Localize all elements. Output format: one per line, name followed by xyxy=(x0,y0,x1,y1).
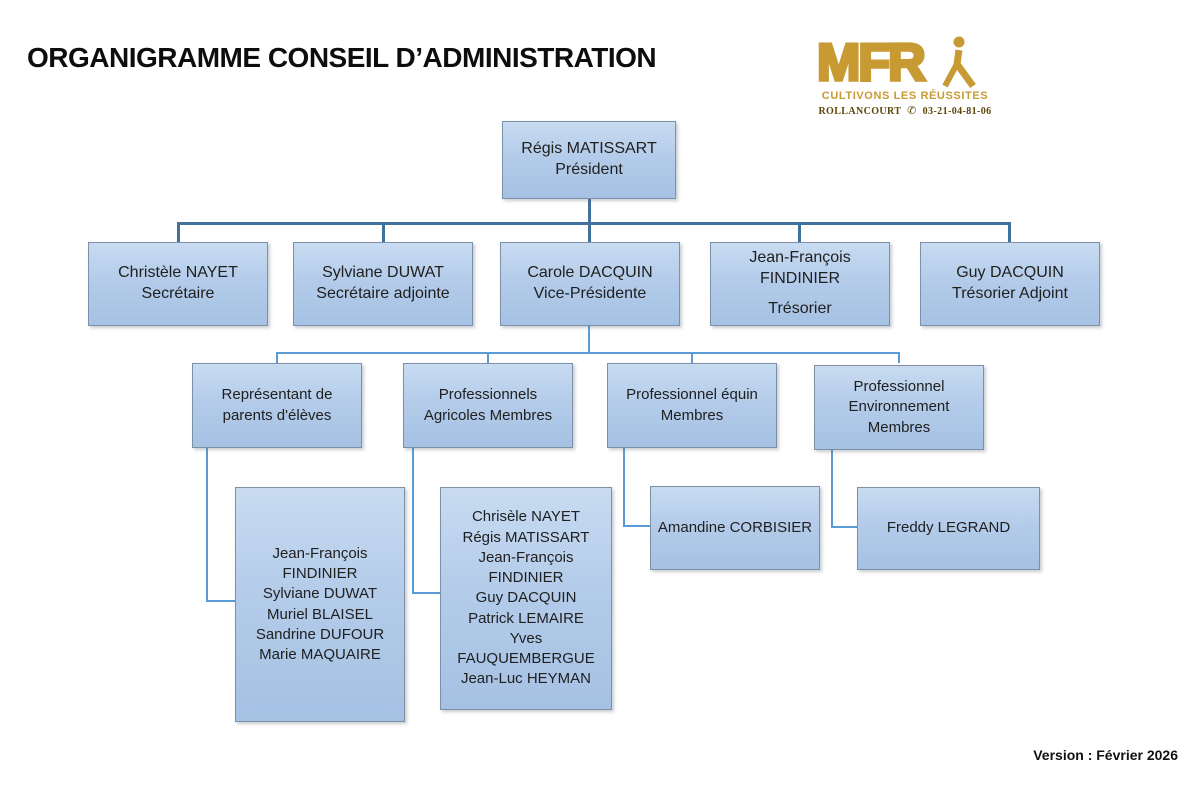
org-box-category-environnement: Professionnel Environnement Membres xyxy=(814,365,984,450)
connector-drop-secretaire xyxy=(177,222,180,242)
logo-phone: 03-21-04-81-06 xyxy=(922,106,992,117)
page-title: ORGANIGRAMME CONSEIL D’ADMINISTRATION xyxy=(27,42,657,73)
connector-drop-parents xyxy=(276,352,278,363)
member-name: Patrick LEMAIRE xyxy=(468,609,584,627)
member-name: Sandrine DUFOUR xyxy=(255,625,385,643)
connector-drop-agricoles xyxy=(487,352,489,363)
member-name: Guy DACQUIN xyxy=(475,589,577,607)
org-box-members-equin: Amandine CORBISIER xyxy=(650,486,820,570)
person-name: Sylviane DUWAT xyxy=(322,264,444,282)
member-name: Marie MAQUAIRE xyxy=(259,646,381,663)
svg-text:MFR: MFR xyxy=(817,34,925,88)
connector-environnement-elbow-h xyxy=(831,526,857,528)
connector-vp-down xyxy=(588,326,590,354)
mfr-logo-letters: MFR xyxy=(815,32,995,94)
category-label: Professionnel Environnement Membres xyxy=(848,378,950,436)
member-name: Freddy LEGRAND xyxy=(886,519,1011,537)
person-name: Guy DACQUIN xyxy=(956,264,1064,282)
category-label: Professionnels Agricoles Membres xyxy=(423,386,553,424)
member-name: Jean-François FINDINIER xyxy=(272,544,368,582)
connector-drop-tresorier xyxy=(798,222,801,242)
person-role: Secrétaire adjointe xyxy=(316,285,450,302)
person-role: Président xyxy=(555,161,623,178)
connector-drop-secretaire-adjointe xyxy=(382,222,385,242)
org-box-members-parents: Jean-François FINDINIER Sylviane DUWAT M… xyxy=(235,487,405,722)
connector-agricoles-elbow-v xyxy=(412,448,414,594)
member-name: Jean-François FINDINIER xyxy=(478,548,574,587)
connector-drop-equin xyxy=(691,352,693,363)
org-box-vice-presidente: Carole DACQUIN Vice-Présidente xyxy=(500,242,680,326)
member-name: Régis MATISSART xyxy=(462,528,590,546)
person-role: Trésorier xyxy=(768,300,832,318)
org-box-category-agricoles: Professionnels Agricoles Membres xyxy=(403,363,573,448)
member-name: Chrisèle NAYET xyxy=(471,508,581,526)
person-role: Vice-Présidente xyxy=(533,285,647,302)
connector-row2-bar xyxy=(177,222,1011,225)
member-name: Amandine CORBISIER xyxy=(657,518,813,536)
org-box-category-parents: Représentant de parents d'élèves xyxy=(192,363,362,448)
person-name: Christèle NAYET xyxy=(118,264,238,282)
logo-location: ROLLANCOURT xyxy=(818,106,902,117)
connector-drop-vice-presidente xyxy=(588,222,591,242)
person-icon xyxy=(940,34,976,89)
connector-drop-tresorier-adjoint xyxy=(1008,222,1011,242)
connector-drop-environnement xyxy=(898,352,900,363)
version-label: Version : Février 2026 xyxy=(1033,747,1178,763)
member-name: Jean-Luc HEYMAN xyxy=(460,670,592,688)
member-name: Yves FAUQUEMBERGUE xyxy=(457,629,595,668)
org-box-president: Régis MATISSART Président xyxy=(502,121,676,199)
person-name: Jean-François FINDINIER xyxy=(749,248,851,287)
org-box-tresorier-adjoint: Guy DACQUIN Trésorier Adjoint xyxy=(920,242,1100,326)
person-role: Trésorier Adjoint xyxy=(952,285,1068,302)
person-name: Régis MATISSART xyxy=(521,140,657,158)
connector-equin-elbow-h xyxy=(623,525,650,527)
person-name: Carole DACQUIN xyxy=(527,264,653,282)
org-box-members-environnement: Freddy LEGRAND xyxy=(857,487,1040,570)
mfr-logo-graphic: MFR xyxy=(815,32,976,94)
member-name: Muriel BLAISEL xyxy=(267,605,373,623)
connector-categories-bar xyxy=(276,352,900,354)
category-label: Professionnel équin Membres xyxy=(626,386,758,424)
logo-contact: ROLLANCOURT ✆ 03-21-04-81-06 xyxy=(815,104,995,117)
member-name: Sylviane DUWAT xyxy=(262,585,378,603)
org-box-secretaire-adjointe: Sylviane DUWAT Secrétaire adjointe xyxy=(293,242,473,326)
person-role: Secrétaire xyxy=(141,285,215,302)
connector-equin-elbow-v xyxy=(623,448,625,527)
connector-president-down xyxy=(588,199,591,225)
connector-agricoles-elbow-h xyxy=(412,592,440,594)
connector-environnement-elbow-v xyxy=(831,450,833,528)
org-box-secretaire: Christèle NAYET Secrétaire xyxy=(88,242,268,326)
connector-parents-elbow-v xyxy=(206,448,208,602)
category-label: Représentant de parents d'élèves xyxy=(221,386,333,424)
org-box-category-equin: Professionnel équin Membres xyxy=(607,363,777,448)
phone-icon: ✆ xyxy=(907,104,917,117)
org-box-tresorier: Jean-François FINDINIER Trésorier xyxy=(710,242,890,326)
org-box-members-agricoles: Chrisèle NAYET Régis MATISSART Jean-Fran… xyxy=(440,487,612,710)
connector-parents-elbow-h xyxy=(206,600,235,602)
logo-tagline: CULTIVONS LES RÉUSSITES xyxy=(821,90,989,102)
mfr-logo: MFR CULTIVONS LES RÉUSSITES ROLLANCOURT … xyxy=(815,32,995,117)
